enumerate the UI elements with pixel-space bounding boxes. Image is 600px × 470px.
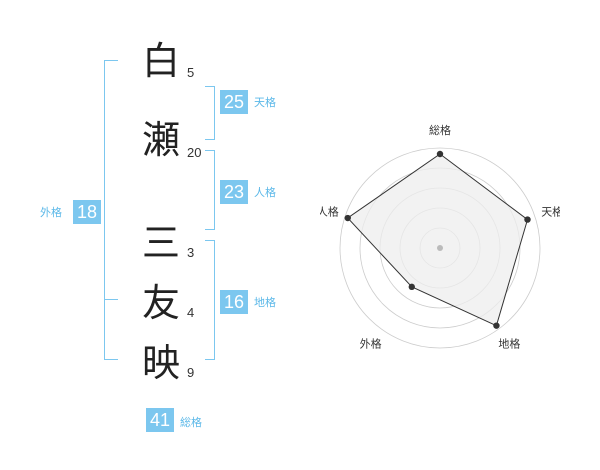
- tenkaku-badge: 25: [220, 90, 248, 114]
- jinkaku-bracket: [205, 150, 215, 230]
- chikaku-bracket: [205, 240, 215, 360]
- radar-center-dot: [437, 245, 443, 251]
- name-char-2: 瀬: [141, 118, 180, 162]
- gaikaku-label: 外格: [40, 206, 62, 219]
- radar-axis-label-5: 人格: [320, 205, 339, 219]
- radar-point-3: [493, 322, 500, 329]
- gaikaku-bracket-divider: [104, 299, 118, 300]
- radar-point-2: [524, 216, 531, 223]
- name-char-5: 映: [141, 341, 180, 385]
- jinkaku-badge: 23: [220, 180, 248, 204]
- tenkaku-bracket: [205, 86, 215, 140]
- radar-point-4: [408, 283, 415, 291]
- radar-ring: [339, 147, 541, 349]
- radar-polygon: [346, 153, 529, 327]
- name-char-1: 白: [141, 39, 180, 83]
- name-char-3: 三: [141, 221, 180, 265]
- chikaku-label: 地格: [254, 296, 276, 309]
- chikaku-badge: 16: [220, 290, 248, 314]
- radar-axis-label-2: 天格: [541, 205, 560, 219]
- gaikaku-bracket: [104, 60, 118, 360]
- soukaku-label: 総格: [180, 416, 202, 429]
- stroke-count-4: 4: [187, 305, 195, 320]
- radar-axis-label-1: 総格: [429, 123, 451, 137]
- stroke-count-5: 9: [187, 365, 195, 380]
- radar-point-1: [436, 150, 444, 158]
- stroke-count-2: 20: [187, 145, 202, 160]
- tenkaku-label: 天格: [254, 96, 276, 109]
- radar-axis-label-4: 外格: [360, 337, 382, 351]
- soukaku-badge: 41: [146, 408, 174, 432]
- radar-point-5: [344, 214, 351, 222]
- name-char-4: 友: [141, 281, 180, 325]
- jinkaku-label: 人格: [254, 186, 276, 199]
- stroke-count-1: 5: [187, 65, 195, 80]
- radar-axis-label-3: 地格: [498, 337, 520, 351]
- stroke-count-3: 3: [187, 245, 195, 260]
- gaikaku-badge: 18: [73, 200, 101, 224]
- radar-points: [344, 150, 531, 329]
